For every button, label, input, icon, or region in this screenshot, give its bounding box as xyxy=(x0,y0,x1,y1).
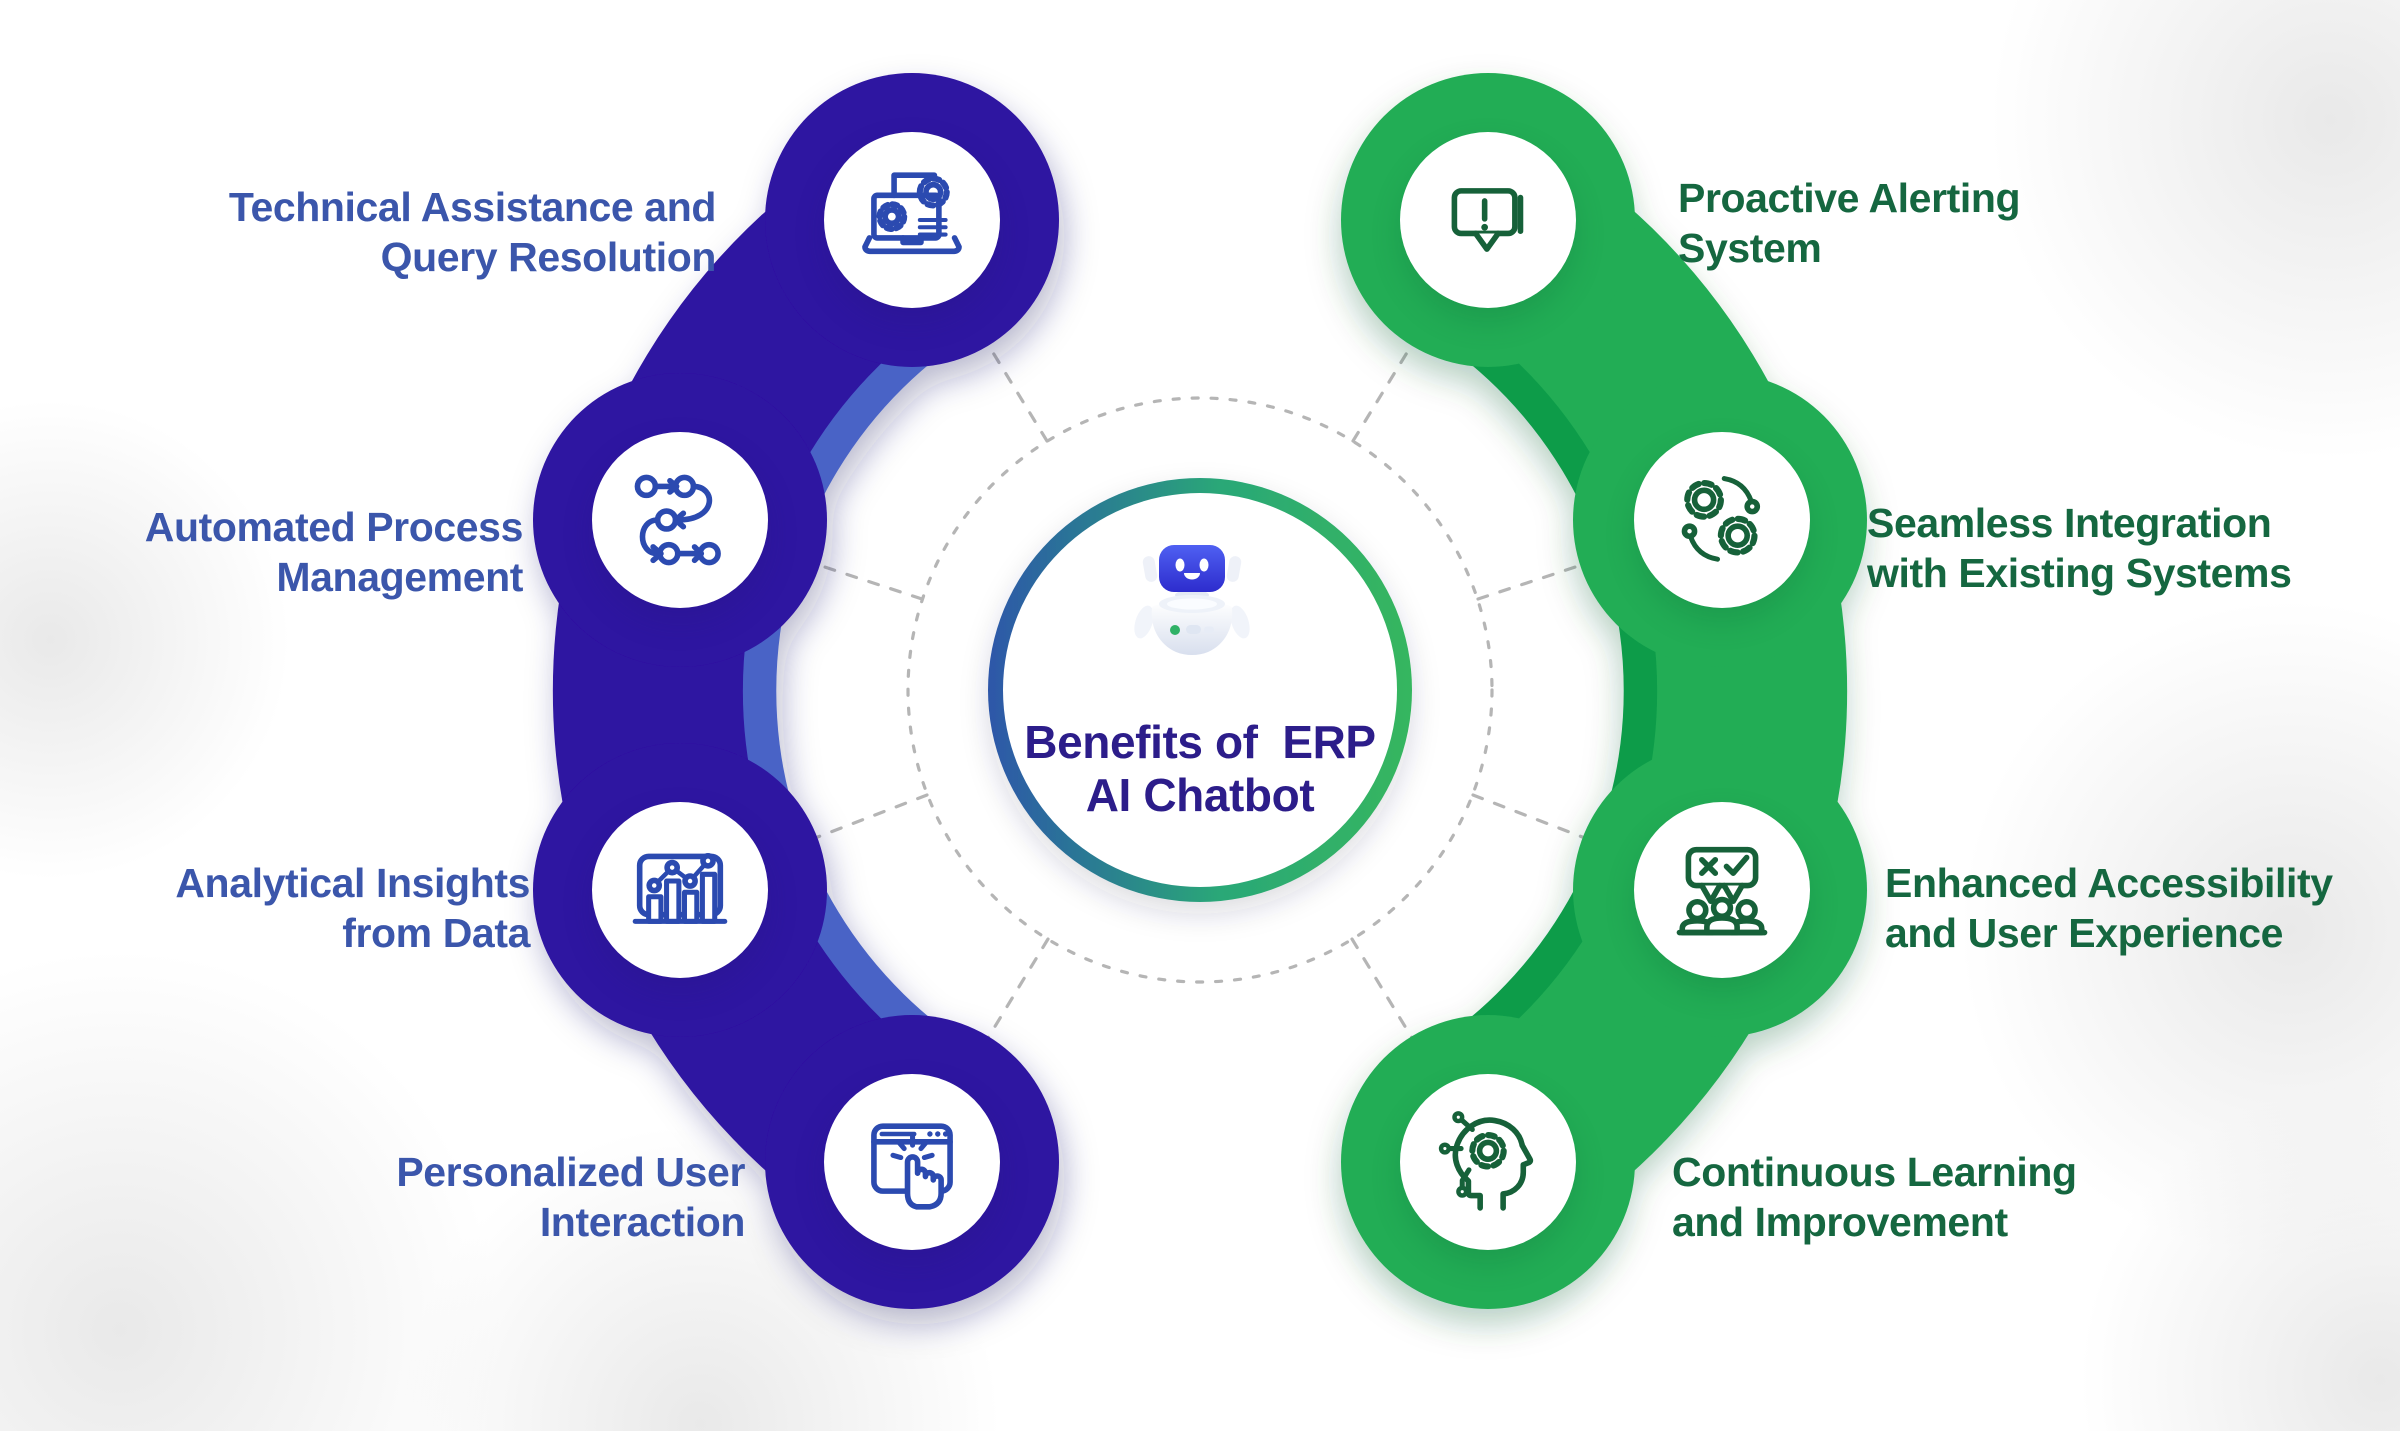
label-line: Personalized User xyxy=(396,1149,745,1195)
label-line: Proactive Alerting xyxy=(1678,175,2021,221)
label-automated-process: Automated Process Management xyxy=(144,502,524,602)
label-line: Analytical Insights xyxy=(175,860,530,906)
title-line: AI Chatbot xyxy=(1085,769,1315,821)
page-title: Benefits of ERP AI Chatbot xyxy=(1000,716,1400,822)
label-seamless-integration: Seamless Integration with Existing Syste… xyxy=(1867,498,2292,598)
node-enhanced-accessibility xyxy=(1634,802,1810,978)
label-line: Automated Process xyxy=(144,504,524,550)
label-continuous-learning: Continuous Learning and Improvement xyxy=(1672,1147,2077,1247)
cognitive-head-icon xyxy=(1438,1111,1534,1211)
label-line: Enhanced Accessibility xyxy=(1885,860,2333,906)
label-line: Continuous Learning xyxy=(1672,1149,2077,1195)
alert-bubble-icon xyxy=(1451,188,1524,252)
feedback-people-icon xyxy=(1676,846,1768,936)
label-line: Interaction xyxy=(539,1199,746,1245)
label-personalized-interaction: Personalized User Interaction xyxy=(396,1147,745,1247)
node-seamless-integration xyxy=(1634,432,1810,608)
browser-click-icon xyxy=(871,1123,953,1210)
label-line: Query Resolution xyxy=(380,234,717,280)
label-proactive-alerting: Proactive Alerting System xyxy=(1678,173,2021,273)
analytics-chart-icon xyxy=(632,853,728,924)
node-personalized-interaction xyxy=(824,1074,1000,1250)
label-line: Management xyxy=(276,554,523,600)
label-line: from Data xyxy=(342,910,530,956)
label-line: Seamless Integration xyxy=(1867,500,2272,546)
process-flow-icon xyxy=(634,474,721,566)
node-technical-assistance xyxy=(824,132,1000,308)
label-line: with Existing Systems xyxy=(1867,550,2292,596)
laptop-gears-icon xyxy=(862,172,962,255)
center-circle xyxy=(988,478,1412,902)
label-analytical-insights: Analytical Insights from Data xyxy=(175,858,530,958)
label-line: and Improvement xyxy=(1672,1199,2008,1245)
node-proactive-alerting xyxy=(1400,132,1576,308)
label-line: Technical Assistance and xyxy=(228,184,717,230)
label-line: and User Experience xyxy=(1885,910,2284,956)
label-technical-assistance: Technical Assistance and Query Resolutio… xyxy=(228,182,717,282)
label-line: System xyxy=(1678,225,1822,271)
node-analytical-insights xyxy=(592,802,768,978)
node-automated-process xyxy=(592,432,768,608)
label-enhanced-accessibility: Enhanced Accessibility and User Experien… xyxy=(1885,858,2333,958)
node-continuous-learning xyxy=(1400,1074,1576,1250)
right-ribbon xyxy=(1341,73,1867,1309)
title-line: Benefits of ERP xyxy=(1024,716,1376,768)
integration-gears-icon xyxy=(1681,476,1761,562)
robot-icon xyxy=(1134,545,1250,655)
